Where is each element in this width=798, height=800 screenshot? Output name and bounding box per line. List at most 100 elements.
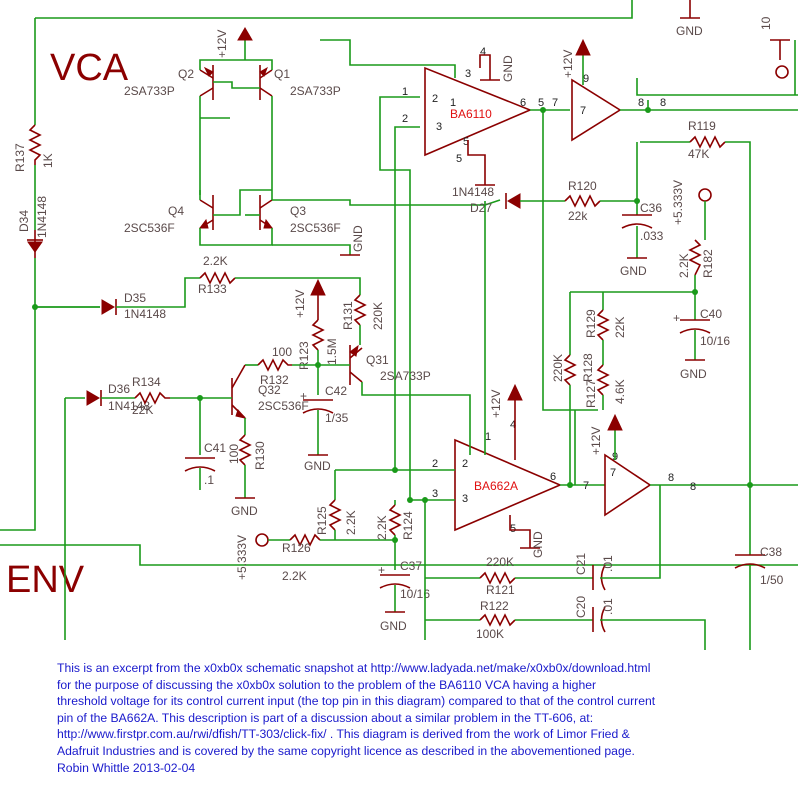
- v12-arrow-buffer: [575, 38, 591, 56]
- svg-text:R123: R123: [297, 341, 311, 370]
- svg-text:100: 100: [227, 444, 241, 464]
- svg-text:+12V: +12V: [589, 427, 603, 455]
- svg-text:.01: .01: [601, 555, 615, 572]
- r182-resistor: [688, 239, 702, 276]
- svg-text:1: 1: [485, 431, 491, 443]
- svg-text:10/16: 10/16: [700, 334, 730, 348]
- svg-text:3: 3: [462, 493, 468, 505]
- svg-text:GND: GND: [380, 619, 407, 633]
- svg-text:R126: R126: [282, 541, 311, 555]
- svg-text:5: 5: [456, 153, 462, 165]
- r122-resistor: [479, 613, 516, 627]
- svg-text:C41: C41: [204, 441, 226, 455]
- q1-transistor: [259, 65, 273, 100]
- svg-text:GND: GND: [304, 459, 331, 473]
- v12-arrow-r123: [310, 278, 326, 296]
- svg-text:2SC536F: 2SC536F: [258, 399, 309, 413]
- svg-text:R125: R125: [315, 506, 329, 535]
- r129-resistor: [596, 309, 610, 341]
- svg-text:2SA733P: 2SA733P: [290, 84, 341, 98]
- svg-text:2.2K: 2.2K: [344, 510, 358, 535]
- r123-resistor: [311, 319, 325, 351]
- svg-text:BA662A: BA662A: [474, 479, 518, 493]
- ba6110-chip: [424, 66, 533, 157]
- svg-text:.033: .033: [640, 229, 664, 243]
- svg-text:+12V: +12V: [489, 390, 503, 418]
- svg-text:+5.333V: +5.333V: [235, 535, 249, 580]
- svg-text:1N4148: 1N4148: [452, 185, 494, 199]
- svg-text:C36: C36: [640, 201, 662, 215]
- svg-text:R137: R137: [13, 143, 27, 172]
- svg-text:1.5M: 1.5M: [325, 338, 339, 365]
- svg-text:C42: C42: [325, 384, 347, 398]
- svg-text:22K: 22K: [613, 317, 627, 338]
- svg-text:R132: R132: [260, 373, 289, 387]
- svg-text:R133: R133: [198, 282, 227, 296]
- svg-text:8: 8: [690, 481, 696, 493]
- svg-text:4: 4: [510, 419, 516, 431]
- svg-text:Q32: Q32: [258, 383, 281, 397]
- svg-text:2SA733P: 2SA733P: [380, 369, 431, 383]
- svg-text:D35: D35: [124, 291, 146, 305]
- svg-text:Q2: Q2: [178, 67, 194, 81]
- d36-diode: [86, 390, 100, 406]
- svg-text:4.6K: 4.6K: [613, 379, 627, 404]
- svg-text:9: 9: [583, 73, 589, 85]
- note-line: for the purpose of discussing the x0xb0x…: [57, 677, 597, 692]
- svg-text:C38: C38: [760, 545, 782, 559]
- svg-text:6: 6: [520, 97, 526, 109]
- svg-text:3: 3: [436, 121, 442, 133]
- svg-text:4: 4: [480, 46, 486, 58]
- svg-text:+12V: +12V: [561, 50, 575, 78]
- svg-text:R121: R121: [486, 583, 515, 597]
- svg-text:R119: R119: [688, 119, 716, 133]
- svg-text:1: 1: [402, 86, 408, 98]
- svg-text:2SC536F: 2SC536F: [290, 221, 341, 235]
- svg-text:220K: 220K: [486, 555, 514, 569]
- v12-arrow-q1: [237, 27, 253, 41]
- r125-resistor: [328, 499, 342, 531]
- svg-text:C37: C37: [400, 559, 422, 573]
- v12-arrow-ba662a: [507, 383, 523, 401]
- svg-text:R134: R134: [132, 375, 161, 389]
- r124-resistor: [388, 504, 402, 536]
- r134-resistor: [134, 391, 170, 405]
- q32-transistor: [231, 364, 247, 419]
- svg-text:D34: D34: [17, 210, 31, 232]
- q4-transistor: [199, 195, 214, 230]
- r132-resistor: [257, 358, 292, 372]
- svg-text:1N4148: 1N4148: [108, 399, 150, 413]
- svg-text:7: 7: [583, 480, 589, 492]
- r131-resistor: [353, 294, 367, 326]
- svg-text:D27: D27: [470, 201, 492, 215]
- svg-text:7: 7: [580, 105, 586, 117]
- svg-text:2.2K: 2.2K: [375, 515, 389, 540]
- svg-text:GND: GND: [531, 531, 545, 558]
- svg-text:1/35: 1/35: [325, 411, 349, 425]
- svg-text:2.2K: 2.2K: [677, 253, 691, 278]
- svg-text:1N4148: 1N4148: [124, 307, 166, 321]
- svg-text:220K: 220K: [371, 302, 385, 330]
- svg-text:10/16: 10/16: [400, 587, 430, 601]
- svg-text:47K: 47K: [688, 147, 709, 161]
- env-buffer-amp: [604, 453, 652, 517]
- svg-text:100K: 100K: [476, 627, 504, 641]
- svg-text:R124: R124: [401, 511, 415, 540]
- note-line: Robin Whittle 2013-02-04: [57, 760, 196, 775]
- svg-text:D36: D36: [108, 382, 130, 396]
- svg-text:2: 2: [432, 93, 438, 105]
- svg-text:BA6110: BA6110: [450, 107, 492, 121]
- svg-text:3: 3: [465, 68, 471, 80]
- svg-text:+5.333V: +5.333V: [671, 180, 685, 225]
- ba662a-chip: [454, 438, 563, 532]
- note-line: Adafruit Industries and is covered by th…: [57, 743, 635, 758]
- svg-text:6: 6: [550, 471, 556, 483]
- env-title: ENV: [6, 559, 85, 601]
- v12-arrow-env: [607, 413, 623, 431]
- svg-text:+: +: [300, 389, 307, 403]
- top-rail-wire: [35, 0, 633, 19]
- note-line: threshold voltage for its control curren…: [57, 694, 656, 709]
- svg-text:GND: GND: [501, 55, 515, 82]
- svg-text:220K: 220K: [551, 354, 565, 382]
- description-note: This is an excerpt from the x0xb0x schem…: [57, 660, 787, 776]
